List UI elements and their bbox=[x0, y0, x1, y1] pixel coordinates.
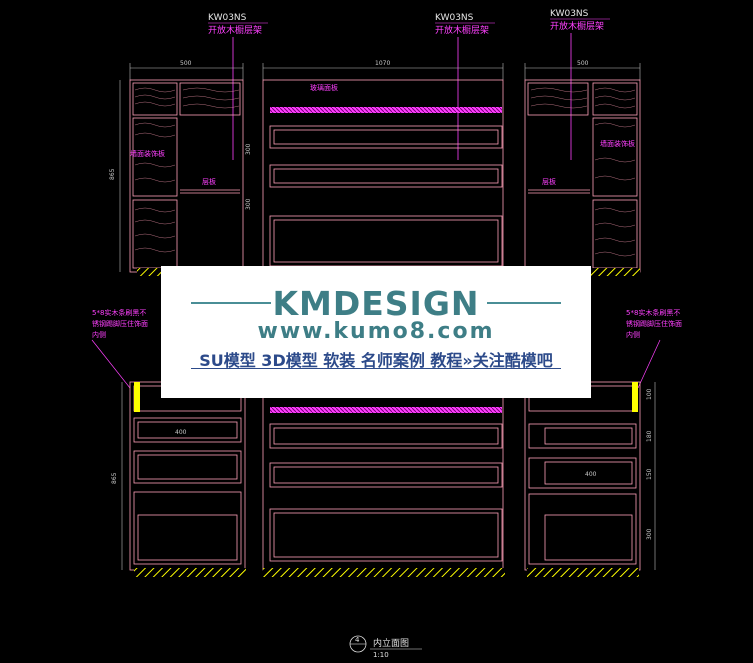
callout-code: KW03NS bbox=[550, 9, 589, 19]
dim-drawer-right: 400 bbox=[585, 471, 597, 478]
title-text: 内立面图 bbox=[373, 637, 409, 649]
watermark-rule-left bbox=[191, 302, 271, 304]
dim-left-height: 865 bbox=[109, 168, 116, 180]
glass-lower-panel bbox=[270, 407, 502, 413]
upper-right-cabinet bbox=[524, 79, 641, 273]
dim-r3: 150 bbox=[646, 468, 653, 480]
dim-drawer-left: 400 bbox=[175, 429, 187, 436]
callout-desc: 开放木橱层架 bbox=[435, 24, 489, 36]
watermark-url: www.kumo8.com bbox=[257, 319, 495, 344]
callout-desc: 开放木橱层架 bbox=[208, 24, 262, 36]
upper-left-cabinet bbox=[129, 79, 244, 273]
callout-code: KW03NS bbox=[208, 13, 247, 23]
dim-mid-a: 300 bbox=[245, 143, 252, 155]
callout-desc: 开放木橱层架 bbox=[550, 20, 604, 32]
title-scale: 1:10 bbox=[373, 651, 389, 659]
dim-left-width: 500 bbox=[180, 60, 192, 67]
title-block: 4 内立面图 1:10 bbox=[349, 635, 422, 659]
dim-r1: 100 bbox=[646, 388, 653, 400]
watermark-underline bbox=[191, 368, 561, 369]
label-shelf-right: 层板 bbox=[542, 177, 556, 186]
svg-text:5*8实木条刷黑不: 5*8实木条刷黑不 bbox=[626, 308, 680, 317]
dim-center-width: 1070 bbox=[375, 60, 390, 67]
dim-mid-b: 300 bbox=[245, 198, 252, 210]
trim-right bbox=[632, 382, 638, 412]
callout-code: KW03NS bbox=[435, 13, 474, 23]
watermark-rule-right bbox=[487, 302, 561, 304]
callout-right: KW03NS 开放木橱层架 bbox=[550, 9, 610, 160]
label-top-panel: 玻璃面板 bbox=[310, 83, 338, 92]
lower-left-cabinet bbox=[129, 381, 246, 571]
watermark-brand: KMDESIGN bbox=[272, 284, 480, 323]
note-right: 5*8实木条刷黑不 锈钢踢脚压住饰面 内侧 bbox=[626, 308, 682, 389]
callout-center: KW03NS 开放木橱层架 bbox=[435, 13, 495, 160]
svg-text:内侧: 内侧 bbox=[92, 330, 106, 339]
top-dimensions bbox=[129, 63, 641, 80]
callout-left: KW03NS 开放木橱层架 bbox=[208, 13, 268, 160]
label-right-panel: 墙面装饰板 bbox=[600, 139, 635, 148]
trim-left bbox=[134, 382, 140, 412]
label-left-panel: 墙面装饰板 bbox=[130, 149, 165, 158]
dim-right-width: 500 bbox=[577, 60, 589, 67]
svg-text:锈钢踢脚压住饰面: 锈钢踢脚压住饰面 bbox=[626, 319, 682, 328]
svg-text:锈钢踢脚压住饰面: 锈钢踢脚压住饰面 bbox=[92, 319, 148, 328]
glass-top-panel bbox=[270, 107, 502, 113]
watermark-tagline: SU模型 3D模型 软装 名师案例 教程»关注酷模吧 bbox=[199, 351, 553, 370]
dim-lower-left-height: 865 bbox=[111, 472, 118, 484]
svg-text:5*8实木条刷黑不: 5*8实木条刷黑不 bbox=[92, 308, 146, 317]
note-left: 5*8实木条刷黑不 锈钢踢脚压住饰面 内侧 bbox=[91, 308, 148, 389]
label-shelf-left: 层板 bbox=[202, 177, 216, 186]
dim-r2: 180 bbox=[646, 430, 653, 442]
svg-text:内侧: 内侧 bbox=[626, 330, 640, 339]
wood-grain-right bbox=[530, 87, 636, 257]
watermark-banner: KMDESIGN www.kumo8.com SU模型 3D模型 软装 名师案例… bbox=[161, 266, 591, 398]
wood-grain-left bbox=[134, 87, 240, 253]
dim-r4: 300 bbox=[646, 528, 653, 540]
lower-right-cabinet bbox=[524, 381, 641, 571]
title-number: 4 bbox=[355, 636, 360, 644]
